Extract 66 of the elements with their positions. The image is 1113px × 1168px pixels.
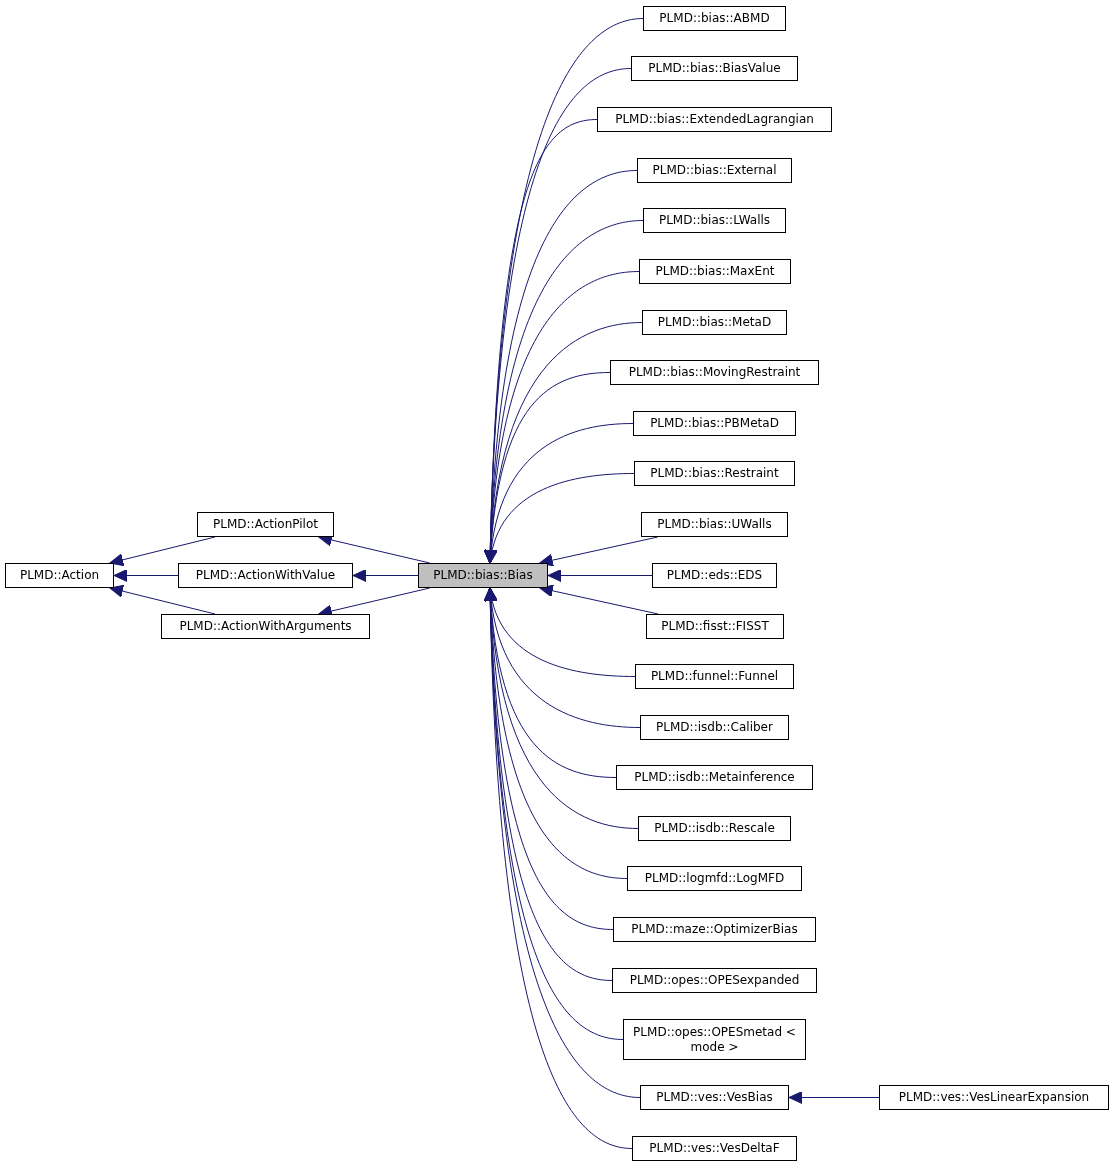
class-name: PLMD::ves::VesDeltaF [649, 1141, 780, 1156]
class-box [5, 563, 114, 588]
class-box [634, 461, 795, 486]
class-box [418, 563, 548, 588]
inheritance-arrow [486, 473, 635, 564]
inheritance-arrow [113, 569, 179, 582]
class-name: PLMD::isdb::Metainference [634, 770, 795, 785]
class-name: PLMD::bias::ABMD [659, 11, 770, 26]
class-box [161, 614, 370, 639]
class-box [632, 1136, 797, 1161]
inheritance-arrow [109, 584, 216, 615]
class-box [612, 968, 817, 993]
class-box [652, 563, 777, 588]
class-box [610, 360, 819, 385]
class-box [635, 664, 794, 689]
class-box [637, 158, 792, 183]
class-box [646, 614, 784, 639]
class-name: PLMD::bias::External [652, 163, 777, 178]
inheritance-arrow [539, 584, 659, 615]
class-name: PLMD::bias::PBMetaD [650, 416, 779, 431]
class-box [178, 563, 353, 588]
class-name: PLMD::funnel::Funnel [650, 669, 779, 684]
class-name: PLMD::bias::BiasValue [648, 61, 781, 76]
class-name: PLMD::bias::UWalls [657, 517, 772, 532]
class-box [623, 1019, 806, 1060]
class-name: PLMD::opes::OPESmetad < mode > [632, 1024, 797, 1055]
class-box [613, 917, 816, 942]
inheritance-arrow [547, 569, 653, 582]
class-box [633, 411, 796, 436]
class-name: PLMD::Action [19, 568, 100, 583]
class-name: PLMD::bias::MaxEnt [655, 264, 775, 279]
class-box [631, 56, 798, 81]
class-box [639, 259, 791, 284]
class-name: PLMD::bias::ExtendedLagrangian [615, 112, 814, 127]
class-name: PLMD::bias::LWalls [658, 213, 771, 228]
class-box [638, 816, 791, 841]
class-box [197, 512, 334, 537]
class-name: PLMD::bias::MetaD [657, 315, 772, 330]
class-box [643, 6, 786, 31]
class-name: PLMD::ves::VesBias [656, 1090, 773, 1105]
class-name: PLMD::fisst::FISST [661, 619, 769, 634]
class-name: PLMD::logmfd::LogMFD [644, 871, 785, 886]
class-box [616, 765, 813, 790]
class-box [597, 107, 832, 132]
inheritance-arrow [352, 569, 419, 582]
class-box [641, 512, 788, 537]
inheritance-arrow [109, 536, 216, 567]
class-box [879, 1085, 1109, 1110]
class-name: PLMD::eds::EDS [666, 568, 763, 583]
class-name: PLMD::isdb::Caliber [656, 720, 773, 735]
class-box [640, 715, 789, 740]
class-name: PLMD::bias::Restraint [650, 466, 779, 481]
class-name: PLMD::isdb::Rescale [654, 821, 775, 836]
class-name: PLMD::ves::VesLinearExpansion [898, 1090, 1090, 1105]
inheritance-arrow [788, 1091, 880, 1104]
class-box [643, 208, 786, 233]
class-name: PLMD::ActionWithValue [195, 568, 336, 583]
class-box [627, 866, 802, 891]
class-name: PLMD::ActionPilot [213, 517, 318, 532]
class-name: PLMD::opes::OPESexpanded [629, 973, 800, 988]
class-name: PLMD::maze::OptimizerBias [631, 922, 798, 937]
class-name: PLMD::ActionWithArguments [179, 619, 352, 634]
class-box [642, 310, 787, 335]
class-box [640, 1085, 789, 1110]
class-name: PLMD::bias::Bias [433, 568, 533, 583]
class-name: PLMD::bias::MovingRestraint [628, 365, 801, 380]
